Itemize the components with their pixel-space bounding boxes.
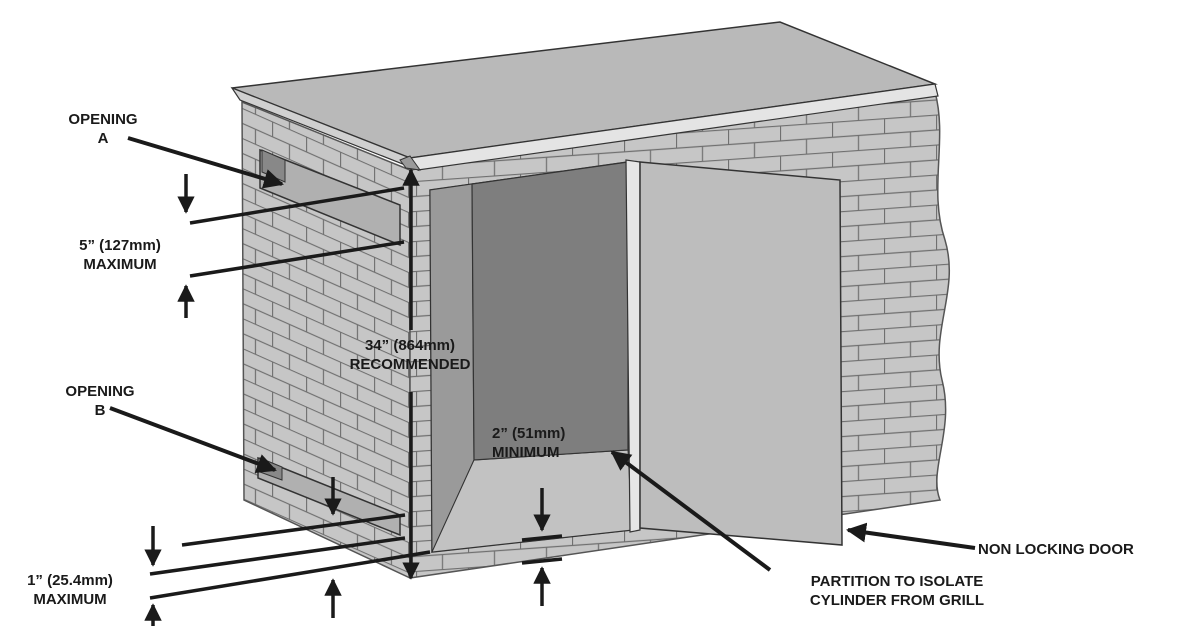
opening-a-leader [127, 136, 284, 189]
gap-dimension [521, 488, 563, 606]
partition-panel [471, 161, 629, 461]
top-vent-dimension [177, 174, 405, 318]
leader-lines [109, 136, 976, 572]
opening-b-label: OPENING B [65, 383, 135, 419]
door-leader [846, 522, 976, 550]
door-label: NON LOCKING DOOR [978, 541, 1134, 558]
gap-label: 2” (51mm) MINIMUM [492, 425, 566, 461]
opening-a-slot [259, 148, 401, 247]
partition-leader [610, 450, 772, 572]
partition-label: PARTITION TO ISOLATE CYLINDER FROM GRILL [809, 573, 985, 609]
opening-b-leader [109, 406, 277, 474]
bottom-vent-label: 1” (25.4mm) MAXIMUM [27, 572, 113, 608]
opening-a-label: OPENING A [68, 111, 138, 147]
height-label: 34” (864mm) RECOMMENDED [349, 337, 471, 373]
countertop-corner [399, 155, 422, 171]
bottom-vent-dimension [144, 477, 431, 626]
door-edge [625, 159, 641, 533]
top-vent-label: 5” (127mm) MAXIMUM [79, 237, 161, 273]
door-panel [639, 161, 843, 546]
